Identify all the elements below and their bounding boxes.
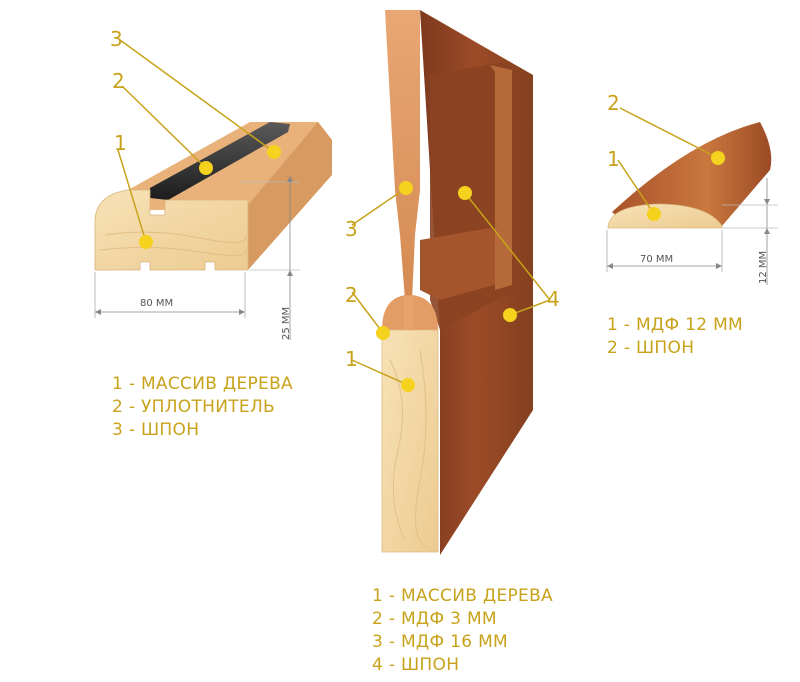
door-callout-2: 2 xyxy=(345,283,358,307)
door-callout-4: 4 xyxy=(547,287,560,311)
frame-dim-width: 80 ММ xyxy=(140,298,173,309)
door-solid-wood xyxy=(381,329,439,553)
door-callout-1: 1 xyxy=(345,347,358,371)
door-legend-item-1: 1 - МАССИВ ДЕРЕВА xyxy=(372,586,553,606)
frame-legend-item-2: 2 - УПЛОТНИТЕЛЬ xyxy=(112,397,276,417)
casing-strip: 70 ММ 12 ММ 1 2 xyxy=(606,91,778,285)
frame-callout-3: 3 xyxy=(110,27,123,51)
door-moulding xyxy=(420,228,508,300)
strip-legend-item-2: 2 - ШПОН xyxy=(607,338,695,358)
strip-legend-item-1: 1 - МДФ 12 ММ xyxy=(607,315,744,335)
frame-cross-section xyxy=(94,189,249,271)
door-legend-item-3: 3 - МДФ 16 ММ xyxy=(372,632,509,652)
frame-legend-item-1: 1 - МАССИВ ДЕРЕВА xyxy=(112,374,293,394)
door-legend-item-2: 2 - МДФ 3 ММ xyxy=(372,609,497,629)
door-mdf-16 xyxy=(385,10,420,300)
strip-callout-1: 1 xyxy=(607,147,620,171)
door-leaf: 1 2 3 4 xyxy=(345,10,560,555)
strip-callout-2: 2 xyxy=(607,91,620,115)
door-callout-3: 3 xyxy=(345,217,358,241)
door-legend-item-4: 4 - ШПОН xyxy=(372,655,460,675)
frame-profile: 80 ММ 25 ММ 1 2 3 xyxy=(94,27,332,340)
door-legend: 1 - МАССИВ ДЕРЕВА 2 - МДФ 3 ММ 3 - МДФ 1… xyxy=(372,585,553,677)
frame-legend: 1 - МАССИВ ДЕРЕВА 2 - УПЛОТНИТЕЛЬ 3 - ШП… xyxy=(112,373,293,442)
frame-callout-1: 1 xyxy=(114,131,127,155)
frame-legend-item-3: 3 - ШПОН xyxy=(112,420,200,440)
frame-callout-2: 2 xyxy=(112,69,125,93)
strip-dim-width: 70 ММ xyxy=(640,254,673,265)
strip-dim-height: 12 ММ xyxy=(758,251,769,284)
frame-seal xyxy=(150,122,290,200)
strip-mdf xyxy=(607,203,723,229)
strip-legend: 1 - МДФ 12 ММ 2 - ШПОН xyxy=(607,314,743,360)
frame-dim-height: 25 ММ xyxy=(281,307,292,340)
strip-veneer xyxy=(612,122,772,226)
